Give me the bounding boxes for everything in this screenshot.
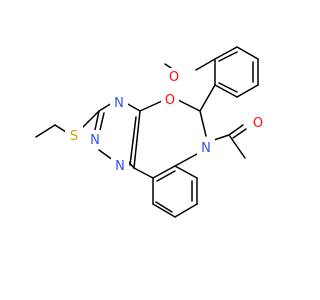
bond	[214, 84, 238, 98]
molecule-structure: O O O N N N N S	[35, 46, 267, 218]
label-mask	[110, 94, 128, 111]
bond	[133, 167, 154, 179]
triazine-nitrogen-bottom-left-label: N	[90, 133, 100, 148]
bond-layer	[35, 46, 259, 218]
bond	[228, 124, 244, 136]
bond	[236, 84, 259, 98]
bond	[54, 124, 67, 133]
bond	[218, 82, 238, 93]
bond	[125, 102, 141, 112]
bond	[177, 99, 201, 112]
bond	[81, 110, 100, 129]
bond	[152, 203, 176, 218]
carbonyl-oxygen-label: O	[253, 116, 263, 131]
label-mask	[161, 91, 179, 108]
bond	[232, 128, 247, 139]
label-mask	[86, 130, 104, 148]
label-mask	[197, 139, 215, 156]
triazine-nitrogen-bottom-right-label: N	[115, 159, 125, 174]
bond	[98, 102, 113, 112]
bond	[174, 165, 198, 179]
triazine-nitrogen-top-label: N	[114, 96, 124, 111]
bond	[174, 153, 198, 167]
bond	[199, 84, 216, 112]
bond	[155, 201, 173, 213]
bond	[98, 149, 114, 161]
bond	[214, 46, 238, 60]
bond	[133, 110, 141, 169]
atom-label-layer: O O O N N N N S	[65, 68, 267, 174]
bond	[129, 116, 137, 166]
sulfur-label: S	[70, 129, 78, 144]
bond	[218, 51, 238, 62]
bond	[199, 110, 207, 137]
structure-canvas: O O O N N N N S	[35, 46, 267, 218]
label-mask	[111, 157, 129, 174]
bond	[94, 110, 100, 131]
methoxy-oxygen-label: O	[169, 70, 179, 85]
amide-nitrogen-label: N	[201, 141, 211, 156]
bond	[139, 100, 163, 112]
bond	[99, 112, 105, 131]
bond	[35, 124, 56, 138]
bond	[174, 203, 198, 218]
bond	[228, 134, 246, 159]
bond	[195, 58, 216, 71]
bond	[152, 165, 176, 179]
label-mask	[65, 126, 83, 144]
bond	[156, 170, 176, 182]
label-mask	[249, 114, 267, 131]
label-mask	[165, 68, 184, 85]
ring-oxygen-label: O	[165, 93, 175, 108]
bond	[236, 46, 259, 60]
